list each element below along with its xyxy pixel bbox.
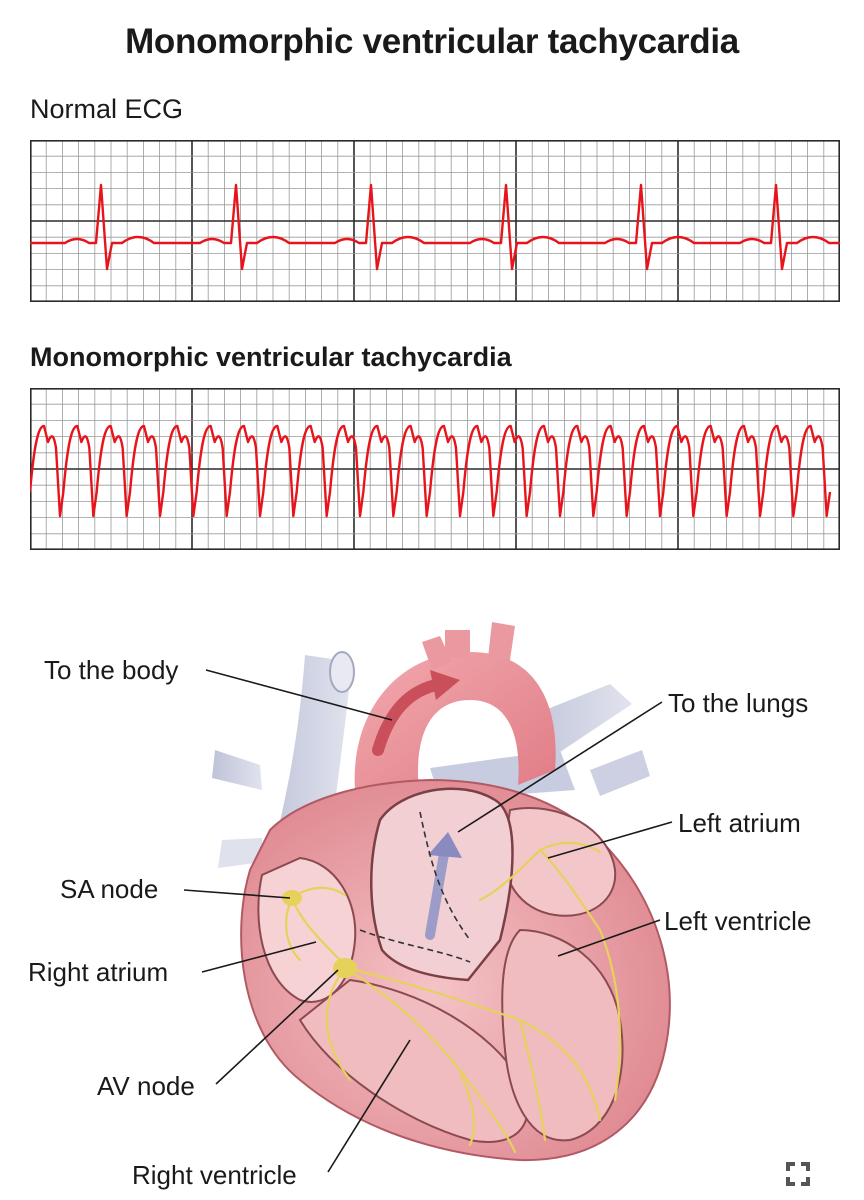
pulmonary-flow-arrowhead — [428, 832, 462, 858]
aortic-branches — [422, 622, 515, 670]
aorta-flow-arrow — [372, 678, 446, 756]
sa-node-marker — [282, 890, 302, 906]
label-to-the-lungs: To the lungs — [668, 688, 808, 718]
vt-ecg-strip — [30, 388, 840, 550]
label-right-atrium: Right atrium — [28, 957, 168, 987]
vt-ecg-chart — [30, 388, 840, 550]
vt-ecg-label: Monomorphic ventricular tachycardia — [30, 342, 512, 372]
label-av-node: AV node — [97, 1071, 195, 1101]
left-ventricle-chamber — [501, 928, 624, 1142]
page-title: Monomorphic ventricular tachycardia — [125, 22, 739, 61]
label-left-atrium: Left atrium — [678, 808, 801, 838]
ecg-grid — [30, 140, 840, 302]
av-node-marker — [333, 958, 357, 978]
expand-icon[interactable] — [784, 1160, 812, 1188]
ecg-grid — [30, 388, 840, 550]
label-to-the-body: To the body — [44, 655, 178, 685]
heart-diagram: To the body To the lungs Left atrium Lef… — [0, 600, 864, 1195]
label-sa-node: SA node — [60, 874, 158, 904]
aorta-flow-arrowhead — [430, 670, 460, 700]
normal-ecg-trace — [30, 183, 840, 271]
vt-ecg-trace — [30, 424, 832, 518]
leader-lines — [183, 669, 673, 1173]
normal-ecg-label: Normal ECG — [30, 94, 184, 124]
vena-cava-opening — [329, 651, 355, 693]
pulmonary-flow-arrow — [425, 843, 450, 940]
normal-ecg-strip — [30, 140, 840, 302]
label-left-ventricle: Left ventricle — [664, 906, 811, 936]
aorta — [354, 652, 556, 800]
normal-ecg-chart — [30, 140, 840, 302]
left-atrium-chamber — [503, 807, 617, 917]
valve-dashed-line — [359, 811, 471, 963]
label-right-ventricle: Right ventricle — [132, 1160, 297, 1190]
